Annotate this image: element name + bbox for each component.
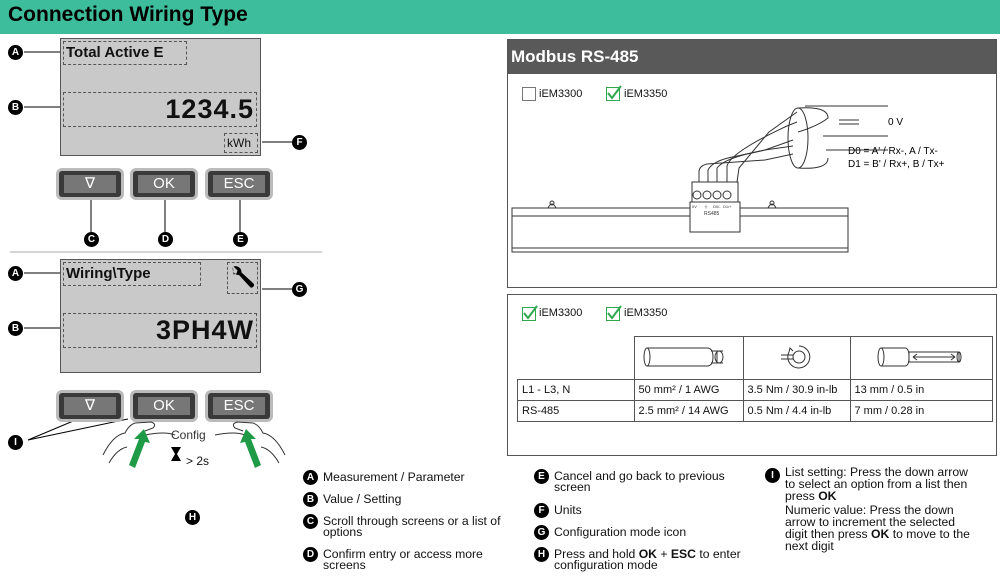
terminal-label-d1: D1/+ bbox=[723, 204, 732, 209]
value-box-2: 3PH4W bbox=[63, 313, 257, 348]
terminal-label-d0: D0/- bbox=[713, 204, 721, 209]
table-icon-row bbox=[518, 336, 993, 380]
terminal-caption: RS485 bbox=[704, 211, 720, 217]
modbus-panel: Modbus RS-485 iEM3300 iEM3350 bbox=[507, 39, 997, 288]
wire-label-d0: D0 = A' / Rx-, A / Tx- bbox=[848, 146, 938, 157]
wire-label-0v: 0 V bbox=[888, 117, 903, 128]
value-readout: 1234.5 bbox=[165, 94, 254, 124]
parameter-label: Total Active E bbox=[66, 44, 164, 61]
legend-h: H Press and hold OK + ESC to enter confi… bbox=[534, 547, 759, 573]
press-hold-illustration bbox=[102, 421, 286, 468]
value-readout-2: 3PH4W bbox=[155, 315, 254, 345]
marker-b-2: B bbox=[8, 321, 23, 336]
table-model-iem3300: iEM3300 bbox=[539, 307, 583, 319]
config-icon-box bbox=[227, 262, 258, 294]
legend-c: C Scroll through screens or a list of op… bbox=[303, 514, 523, 540]
marker-e: E bbox=[233, 232, 248, 247]
esc-button-2[interactable]: ESC bbox=[208, 393, 270, 419]
table-row: L1 - L3, N 50 mm² / 1 AWG 3.5 Nm / 30.9 … bbox=[517, 379, 993, 401]
marker-d: D bbox=[158, 232, 173, 247]
table-row: RS-485 2.5 mm² / 14 AWG 0.5 Nm / 4.4 in-… bbox=[517, 400, 993, 422]
config-label: Config bbox=[171, 428, 206, 442]
terminal-label-0v: 0V bbox=[692, 204, 697, 209]
model-label-iem3300: iEM3300 bbox=[539, 88, 583, 100]
unit-label: kWh bbox=[227, 136, 251, 150]
wire-label-d1: D1 = B' / Rx+, B / Tx+ bbox=[848, 159, 945, 170]
terminal-label-shield: ⏚ bbox=[704, 203, 708, 209]
ok-button[interactable]: OK bbox=[133, 171, 195, 197]
marker-h: H bbox=[185, 510, 200, 525]
ok-button-2[interactable]: OK bbox=[133, 393, 195, 419]
strip-length-icon bbox=[877, 347, 962, 366]
model-label-iem3350: iEM3350 bbox=[624, 88, 668, 100]
marker-f: F bbox=[292, 135, 307, 150]
esc-button[interactable]: ESC bbox=[208, 171, 270, 197]
display-screen-2: Wiring\Type 3PH4W bbox=[60, 259, 261, 373]
torque-screw-icon bbox=[780, 345, 810, 368]
legend-a: A Measurement / Parameter bbox=[303, 470, 523, 486]
unit-box: kWh bbox=[224, 133, 258, 153]
parameter-box-2: Wiring\Type bbox=[63, 262, 201, 286]
rs485-wiring-drawing: 0V ⏚ D0/- D1/+ RS485 0 V D0 = A' / Rx-, … bbox=[511, 105, 945, 253]
parameter-box: Total Active E bbox=[63, 41, 187, 65]
marker-g: G bbox=[292, 282, 307, 297]
checkmark-icon bbox=[607, 305, 622, 320]
cable-spec-panel: iEM3300 iEM3350 L1 - L3, N 50 mm² / 1 AW… bbox=[507, 294, 997, 456]
display-screen-1: Total Active E 1234.5 kWh bbox=[60, 38, 261, 156]
callout-lines bbox=[10, 51, 322, 441]
checkbox-iem3350 bbox=[606, 85, 622, 101]
hold-duration: > 2s bbox=[186, 454, 210, 468]
legend-b: B Value / Setting bbox=[303, 492, 523, 508]
wire-gauge-icon bbox=[643, 347, 723, 366]
legend-d: D Confirm entry or access more screens bbox=[303, 547, 523, 573]
modbus-title: Modbus RS-485 bbox=[508, 40, 996, 74]
checkmark-icon bbox=[607, 85, 622, 100]
legend-g: G Configuration mode icon bbox=[534, 525, 754, 541]
checkbox-iem3300 bbox=[522, 87, 536, 101]
down-button-2[interactable]: ∇ bbox=[59, 393, 121, 419]
wrench-icon bbox=[232, 266, 254, 288]
hourglass-icon bbox=[171, 447, 181, 461]
title-bar: Connection Wiring Type bbox=[0, 0, 1000, 34]
marker-c: C bbox=[84, 232, 99, 247]
checkbox-iem3300-table bbox=[522, 305, 538, 321]
cable-spec-table: L1 - L3, N 50 mm² / 1 AWG 3.5 Nm / 30.9 … bbox=[517, 336, 993, 422]
marker-b: B bbox=[8, 100, 23, 115]
green-arrow-left bbox=[129, 429, 150, 468]
checkbox-iem3350-table bbox=[606, 305, 622, 321]
legend-f: F Units bbox=[534, 503, 754, 519]
down-button[interactable]: ∇ bbox=[59, 171, 121, 197]
green-arrow-right bbox=[240, 429, 261, 468]
table-model-iem3350: iEM3350 bbox=[624, 307, 668, 319]
marker-i: I bbox=[8, 435, 23, 450]
legend-i: I List setting: Press the down arrow to … bbox=[765, 465, 997, 577]
value-box: 1234.5 bbox=[63, 92, 257, 127]
checkmark-icon bbox=[523, 305, 538, 320]
legend-e: E Cancel and go back to previous screen bbox=[534, 469, 754, 495]
parameter-label-2: Wiring\Type bbox=[66, 265, 151, 282]
marker-a-2: A bbox=[8, 266, 23, 281]
marker-a: A bbox=[8, 45, 23, 60]
page-title: Connection Wiring Type bbox=[8, 3, 248, 26]
